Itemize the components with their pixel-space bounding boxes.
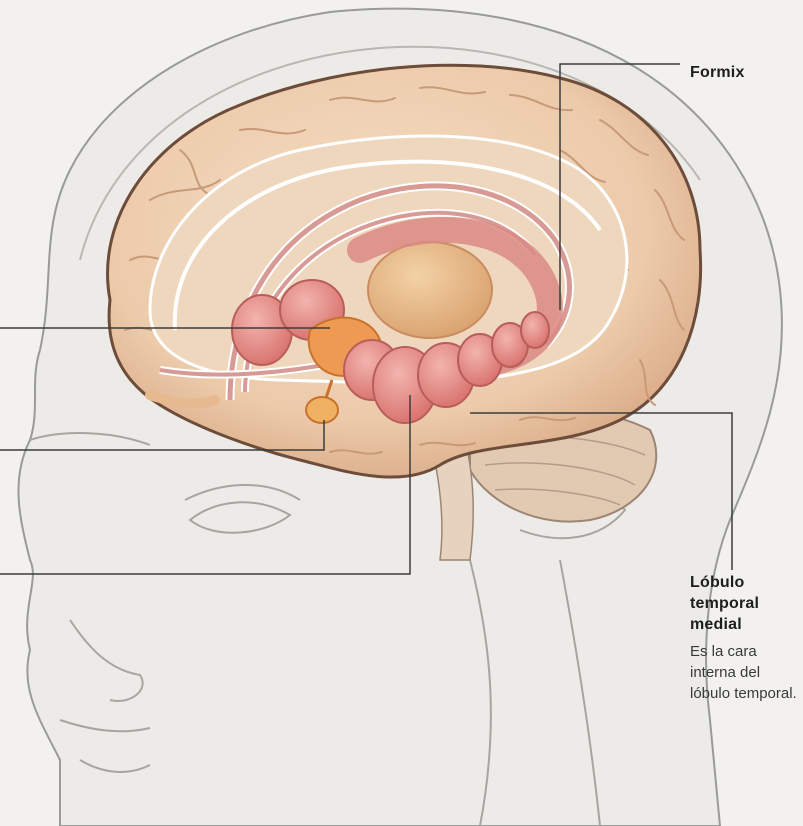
- label-formix: Formix: [690, 62, 745, 83]
- pituitary: [306, 397, 338, 423]
- label-temporal-description: Es la cara interna del lóbulo temporal.: [690, 641, 802, 704]
- thalamus: [368, 242, 492, 338]
- label-temporal-block: Lóbulo temporal medial Es la cara intern…: [690, 572, 802, 704]
- label-temporal-title: Lóbulo temporal medial: [690, 572, 802, 635]
